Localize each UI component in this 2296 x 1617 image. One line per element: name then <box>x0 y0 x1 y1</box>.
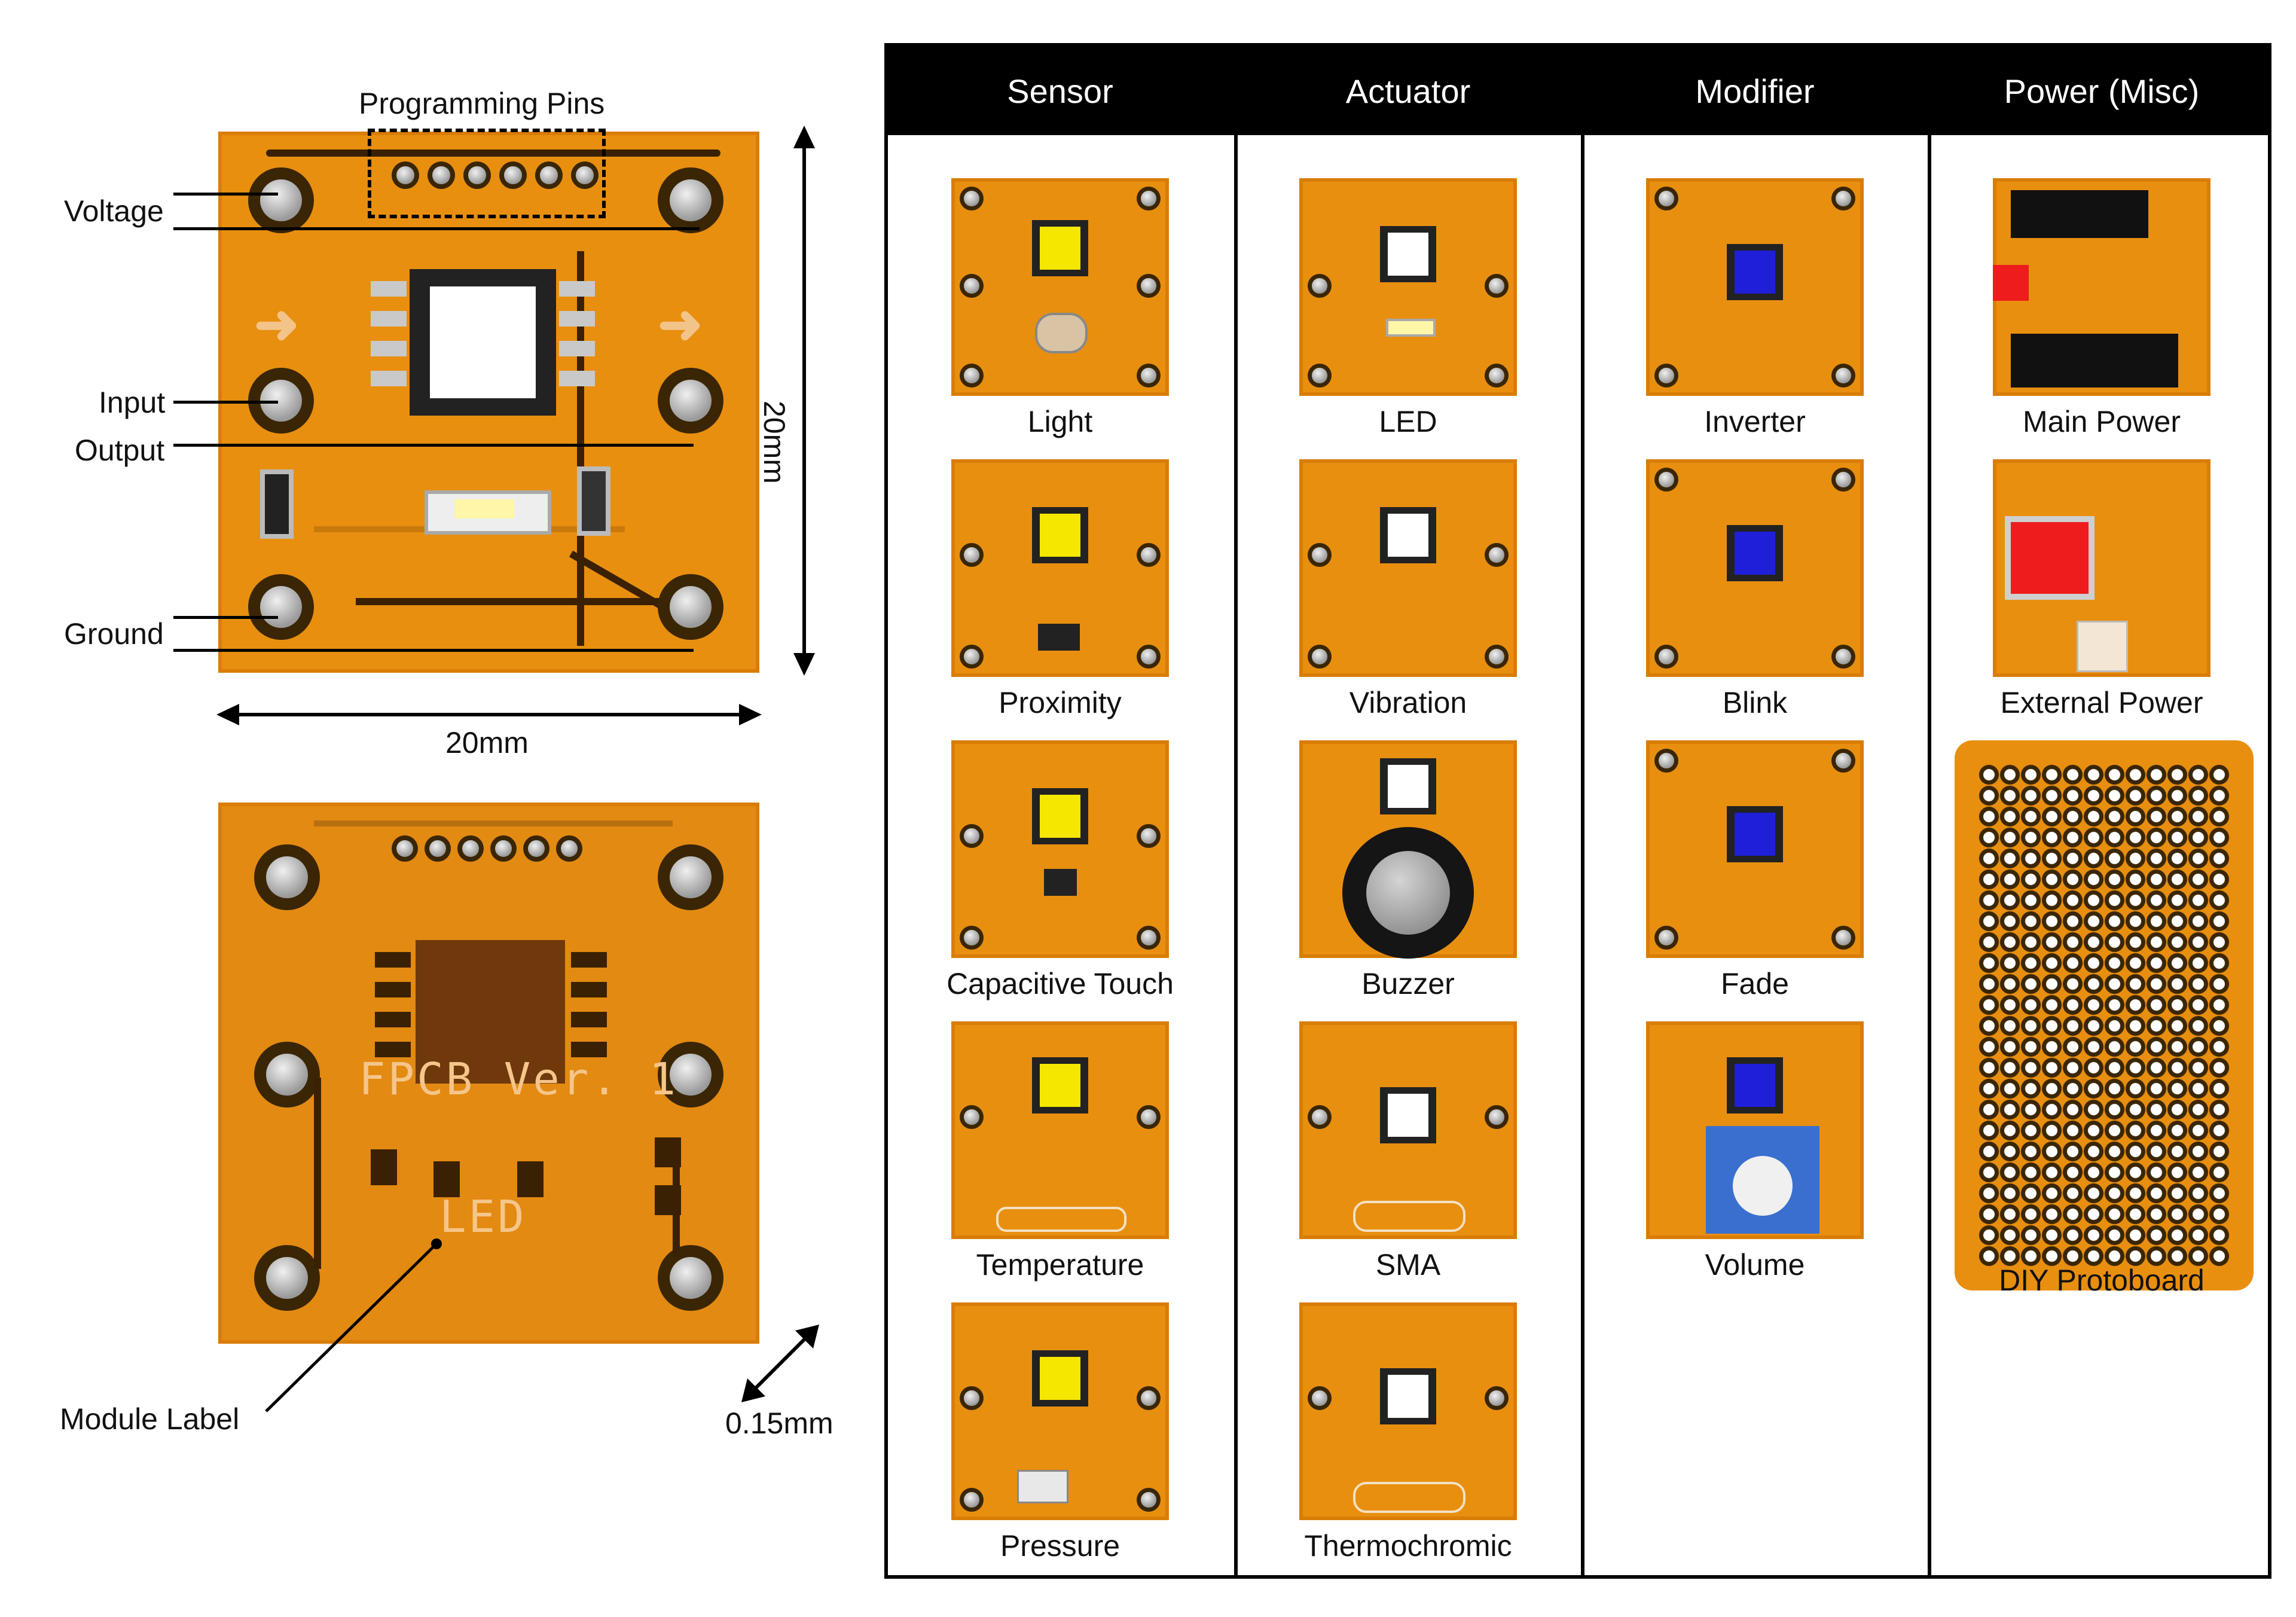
table-header-bar <box>888 47 2268 135</box>
light-module-photo <box>951 178 1169 396</box>
diy-protoboard-caption: DIY Protoboard <box>1999 1264 2205 1297</box>
fpcb-version-text: FPCB Ver. 1 <box>359 1054 679 1105</box>
buzzer-module-photo <box>1299 740 1517 959</box>
module-led-text: LED <box>439 1191 527 1243</box>
column-divider <box>1581 47 1584 1575</box>
sma-caption: SMA <box>1375 1248 1441 1282</box>
output-leader <box>173 444 694 447</box>
header-power: Power (Misc) <box>2004 72 2200 110</box>
led-module-photo <box>1299 178 1517 396</box>
programming-pins-label: Programming Pins <box>359 87 605 120</box>
external-power-caption: External Power <box>2000 686 2203 719</box>
voltage-label: Voltage <box>64 194 164 228</box>
diy-protoboard-photo <box>1955 740 2254 1290</box>
thermochromic-caption: Thermochromic <box>1304 1529 1512 1563</box>
ground-leader-top <box>173 616 278 619</box>
ground-leader-bottom <box>173 649 694 652</box>
header-actuator: Actuator <box>1345 72 1471 110</box>
thickness-label: 0.15mm <box>725 1407 833 1440</box>
buzzer-caption: Buzzer <box>1361 967 1455 1000</box>
column-divider <box>1234 47 1238 1575</box>
module-label-leader <box>265 1238 442 1412</box>
width-dimension-arrow <box>216 704 762 725</box>
main-power-module-photo <box>1993 178 2210 396</box>
sma-module-photo <box>1299 1021 1517 1239</box>
module-table: Sensor Actuator Modifier Power (Misc) Li… <box>884 43 2271 1579</box>
proximity-caption: Proximity <box>999 686 1122 719</box>
blink-module-photo <box>1646 459 1864 677</box>
inverter-module-photo <box>1646 178 1864 396</box>
temperature-caption: Temperature <box>976 1248 1144 1282</box>
top-module-photo: ➜ ➜ <box>218 132 759 673</box>
height-dimension-label: 20mm <box>758 401 791 484</box>
voltage-leader-bottom <box>173 227 700 230</box>
header-modifier: Modifier <box>1695 72 1815 110</box>
capacitive-touch-caption: Capacitive Touch <box>947 967 1174 1000</box>
vibration-caption: Vibration <box>1349 686 1467 719</box>
output-label: Output <box>75 434 165 467</box>
volume-caption: Volume <box>1705 1248 1805 1282</box>
voltage-leader-top <box>173 193 278 196</box>
capacitive-touch-module-photo <box>951 740 1169 958</box>
input-leader <box>173 401 278 404</box>
pressure-module-photo <box>951 1302 1169 1520</box>
width-dimension-label: 20mm <box>445 726 529 759</box>
led-caption: LED <box>1379 405 1437 438</box>
temperature-module-photo <box>951 1021 1169 1239</box>
vibration-module-photo <box>1299 459 1517 677</box>
proximity-module-photo <box>951 459 1169 677</box>
external-power-module-photo <box>1993 459 2210 677</box>
programming-pins-box <box>368 129 606 218</box>
pressure-caption: Pressure <box>1000 1529 1120 1563</box>
height-dimension-arrow <box>793 126 815 676</box>
fade-caption: Fade <box>1721 967 1789 1000</box>
thermochromic-module-photo <box>1299 1302 1517 1520</box>
bottom-module-photo: FPCB Ver. 1 LED <box>218 803 759 1344</box>
fade-module-photo <box>1646 740 1864 958</box>
header-sensor: Sensor <box>1007 72 1113 110</box>
ground-label: Ground <box>64 617 164 651</box>
input-label: Input <box>99 386 166 419</box>
inverter-caption: Inverter <box>1704 405 1806 438</box>
blink-caption: Blink <box>1722 686 1788 719</box>
main-power-caption: Main Power <box>2023 405 2181 438</box>
column-divider <box>1928 47 1931 1575</box>
thickness-arrow <box>741 1325 819 1402</box>
volume-module-photo <box>1646 1021 1864 1239</box>
light-caption: Light <box>1027 405 1093 438</box>
module-label-text: Module Label <box>60 1402 240 1436</box>
